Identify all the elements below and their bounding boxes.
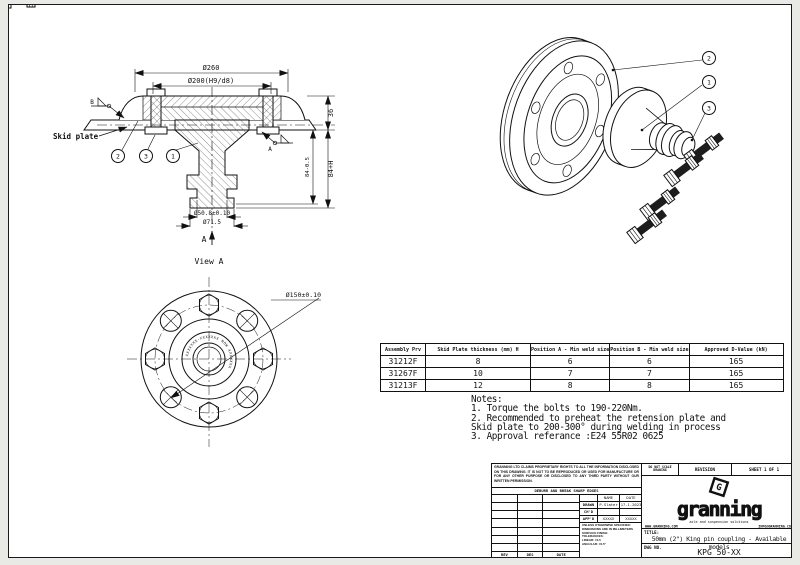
brand-tagline: axle and suspension solutions — [689, 520, 748, 524]
notes: Notes: 1. Torque the bolts to 190-220Nm.… — [471, 394, 726, 443]
bolt-hole-se — [236, 386, 259, 409]
iso-view: 2 1 3 — [9, 5, 727, 245]
title-label: TITLE: — [644, 529, 660, 535]
note-line: Skid plate to 200-300° during welding in… — [471, 421, 721, 433]
drawn-name: P.Slater — [598, 502, 620, 508]
balloon-1: 1 — [171, 153, 175, 161]
section-balloons: 2 3 1 — [111, 120, 199, 163]
dim-36: 36 — [327, 109, 335, 117]
dwg-no: KPG 50-XX — [697, 548, 741, 558]
iso-balloon-3: 3 — [707, 105, 711, 113]
approved-name: XXXXX — [598, 516, 620, 522]
company-email: INFO@GRANNING.COM — [758, 524, 792, 528]
note-line: 2. Recommended to preheat the retension … — [471, 412, 726, 424]
date-label: DATE — [556, 551, 566, 557]
dim-d200: Ø200(H9/d8) — [188, 77, 234, 85]
stud-right — [256, 88, 280, 135]
drawn-date: 17-1-2023 — [620, 502, 642, 507]
approval-grid: NAME DATE DRAWN P.Slater 17-1-2023 CH'D … — [580, 495, 642, 557]
svg-text:G: G — [715, 482, 723, 493]
spec-header-row: Assembly Prv Skid Plate thickness (mm) H… — [380, 343, 784, 356]
dim-84: 84-0.5 — [305, 157, 311, 177]
brand-wordmark: granning — [677, 497, 762, 521]
hex-bolt-n — [199, 293, 219, 317]
company-logo: G granning axle and suspension solutions… — [642, 476, 792, 529]
col-pos-a: Position A - Min weld size — [529, 343, 611, 356]
tolerance-note: UNLESS OTHERWISE SPECIFIED: DIMENSIONS A… — [582, 523, 634, 546]
deburr-note: DEBURR AND BREAK SHARP EDGES — [492, 488, 641, 495]
table-row: 31267F 10 7 7 165 — [380, 367, 784, 380]
note-line: 3. Approval referance :E24 55R02 0625 — [471, 431, 664, 443]
checked-label: CH'D — [580, 509, 598, 515]
section-dimensions — [134, 69, 335, 229]
bolt-hole-sw — [159, 386, 182, 409]
table-row: 31213F 12 8 8 165 — [380, 379, 784, 392]
title-block: GRANNING LTD CLAIMS PROPRIETARY RIGHTS T… — [491, 463, 792, 558]
view-a: View A XXXXXXX-XXXXXXX MOW XXXXXXX — [127, 257, 321, 447]
spec-table: Assembly Prv Skid Plate thickness (mm) H… — [380, 343, 784, 392]
svg-text:B: B — [90, 99, 94, 106]
iso-hub — [602, 86, 696, 168]
dim-d715: Ø71.5 — [203, 219, 221, 226]
table-row: 31212F 8 6 6 165 — [380, 355, 784, 368]
svg-text:A: A — [268, 146, 272, 153]
iso-balloon-2: 2 — [707, 55, 711, 63]
do-not-scale-note: DO NOT SCALE DRAWING — [642, 464, 679, 475]
sheet-number: SHEET 1 OF 1 — [748, 466, 780, 472]
view-a-title: View A — [195, 257, 224, 266]
name-col-header: NAME — [598, 495, 620, 501]
dwg-no-label: DWG NO. — [644, 545, 662, 551]
col-thickness: Skid Plate thickness (mm) H — [425, 343, 531, 356]
iso-balloon-1: 1 — [707, 79, 711, 87]
hex-bolt-s — [199, 401, 219, 425]
revision-label: REVISION — [679, 464, 732, 475]
iso-balloons: 2 1 3 — [611, 51, 716, 142]
bolt-hole-nw — [159, 309, 182, 332]
note-line: 1. Torque the bolts to 190-220Nm. — [471, 403, 643, 415]
des-label: DES — [518, 551, 544, 557]
bolt-hole-ne — [236, 309, 259, 332]
proprietary-note: GRANNING LTD CLAIMS PROPRIETARY RIGHTS T… — [492, 464, 641, 488]
company-website: WWW.GRANNING.COM — [645, 524, 678, 528]
hex-bolt-e — [253, 347, 273, 371]
weld-symbol-b: B — [90, 97, 125, 119]
approved-label: APP'D — [580, 516, 598, 522]
date-col-header: DATE — [626, 495, 636, 500]
dim-d508: Ø50.8±0.10 — [194, 210, 231, 217]
skid-plate-label: Skid plate — [53, 132, 99, 141]
rev-label: REV — [492, 551, 518, 557]
dim-bolt-circle: Ø150±0.10 — [286, 291, 321, 299]
approved-date: XXXXX — [625, 516, 637, 521]
balloon-2: 2 — [116, 153, 120, 161]
drawn-label: DRAWN — [580, 502, 598, 508]
stud-left — [144, 88, 168, 135]
revision-history-grid: REV DES DATE — [492, 495, 580, 557]
drawing-canvas: Ø260 Ø200(H9/d8) 36 84+H 84-0.5 Ø50.8±0.… — [9, 5, 727, 447]
drawing-sheet: Ø260 Ø200(H9/d8) 36 84+H 84-0.5 Ø50.8±0.… — [8, 4, 792, 558]
col-dvalue: Approved D-Value (kN) — [688, 343, 784, 356]
hex-bolt-w — [145, 347, 165, 371]
section-view: Ø260 Ø200(H9/d8) 36 84+H 84-0.5 Ø50.8±0.… — [53, 64, 335, 245]
iso-bolt — [9, 5, 36, 9]
notes-title: Notes: — [471, 394, 503, 405]
balloon-3: 3 — [144, 153, 148, 161]
view-arrow-label: A — [202, 235, 207, 244]
dim-84h: 84+H — [327, 161, 335, 178]
weld-symbol-a: A — [261, 131, 293, 153]
col-pos-b: Position B - Min weld size — [609, 343, 690, 356]
drawing-title: 50mm (2") King pin coupling - Available … — [651, 534, 787, 551]
granning-logo-icon: G — [708, 476, 730, 498]
dim-d260: Ø260 — [203, 64, 220, 72]
col-assembly: Assembly Prv — [380, 343, 426, 356]
